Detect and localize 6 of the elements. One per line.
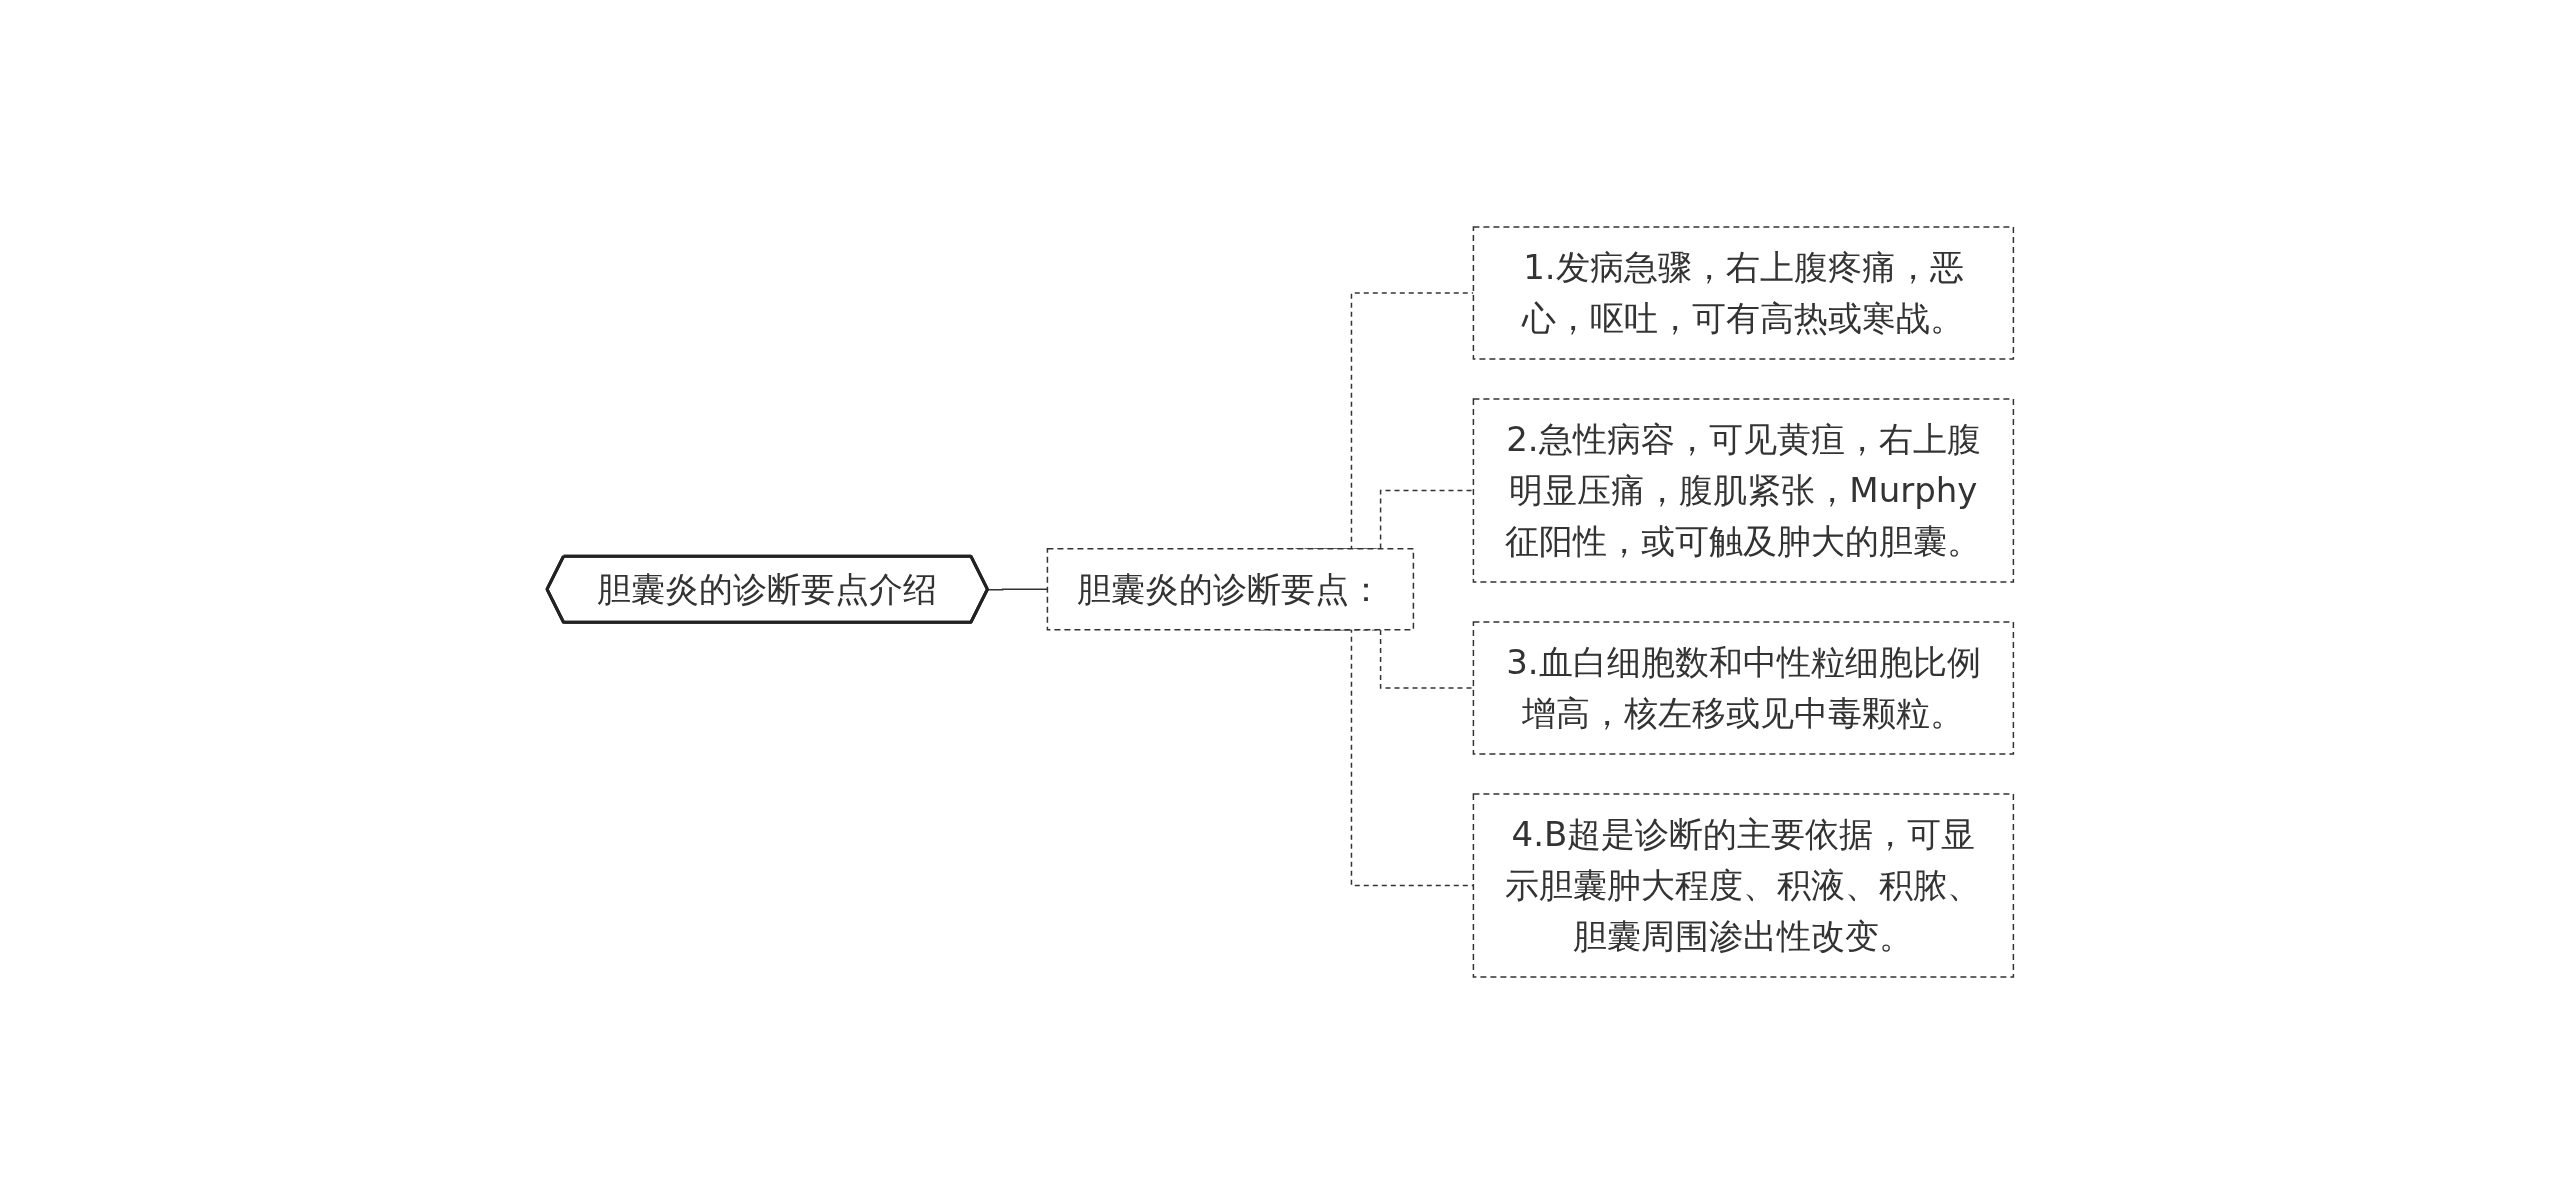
node-box: 胆囊炎的诊断要点：: [1046, 548, 1414, 631]
node-box: 4.B超是诊断的主要依据，可显示胆囊肿大程度、积液、积脓、胆囊周围渗出性改变。: [1472, 793, 2014, 978]
node-box: 3.血白细胞数和中性粒细胞比例增高，核左移或见中毒颗粒。: [1472, 621, 2014, 755]
node-box: 2.急性病容，可见黄疸，右上腹明显压痛，腹肌紧张，Murphy征阳性，或可触及肿大的胆囊。: [1472, 398, 2014, 583]
node-box: 1.发病急骤，右上腹疼痛，恶心，呕吐，可有高热或寒战。: [1472, 226, 2014, 360]
connector: [986, 588, 1048, 591]
